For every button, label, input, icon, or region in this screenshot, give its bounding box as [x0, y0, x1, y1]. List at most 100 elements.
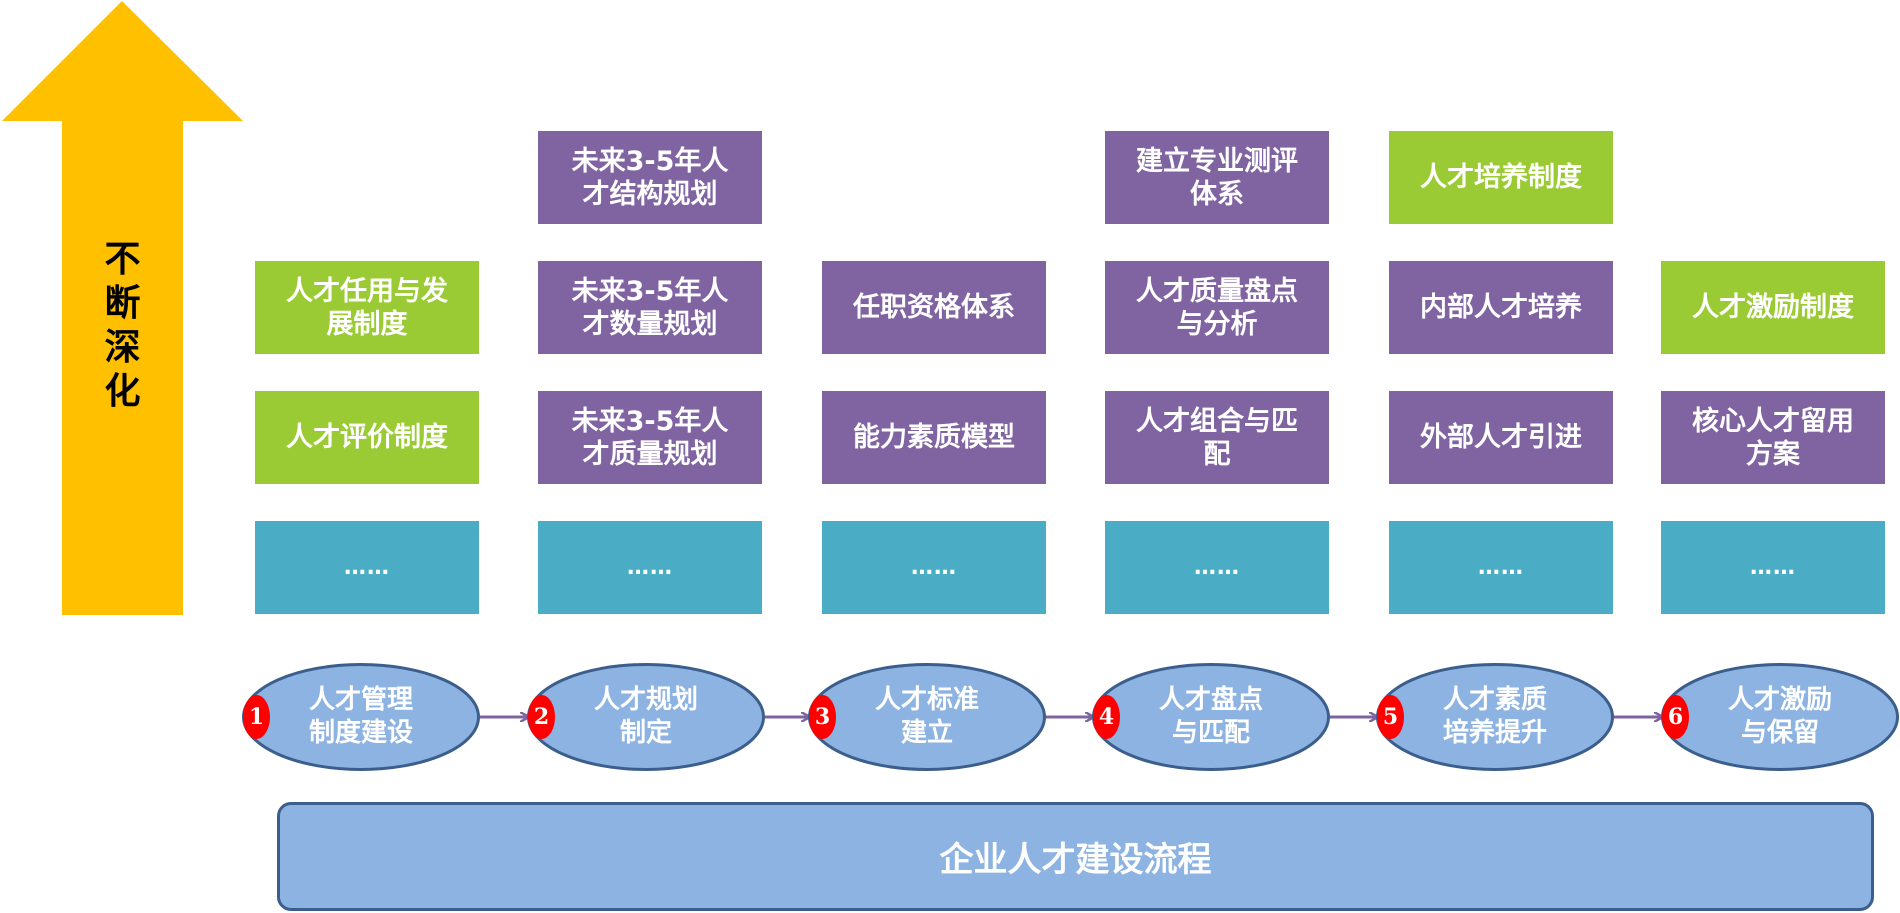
initiative-text-line: 展制度	[326, 308, 408, 340]
process-step-label-line: 人才盘点	[1158, 685, 1263, 715]
initiative-text-line: 体系	[1190, 178, 1244, 210]
initiative-text-line: 未来3-5年人	[571, 145, 729, 177]
initiative-text-line: 配	[1203, 438, 1231, 470]
initiative-text: 未来3-5年人才质量规划	[572, 405, 729, 471]
arrow-label-char: 不	[104, 239, 141, 280]
initiative-text: 任职资格体系	[853, 291, 1015, 324]
process-step-label: 人才标准建立	[842, 684, 1012, 750]
initiative-text-line: 建立专业测评	[1136, 145, 1298, 177]
process-step-label-line: 建立	[900, 718, 953, 748]
arrow-label-char: 化	[104, 371, 141, 412]
initiative-box: 人才评价制度	[255, 391, 479, 484]
initiative-box: 未来3-5年人才质量规划	[538, 391, 762, 484]
process-step-label-line: 与保留	[1740, 718, 1819, 748]
step-number-badge: 2	[528, 695, 555, 739]
arrow-label: 不 断 深 化	[62, 238, 183, 414]
initiative-text-line: 人才培养制度	[1420, 162, 1582, 193]
step-number-badge: 6	[1662, 695, 1689, 739]
initiative-text: 人才质量盘点与分析	[1136, 275, 1298, 341]
initiative-text-line: ……	[344, 555, 390, 580]
initiative-text: 未来3-5年人才数量规划	[572, 275, 729, 341]
step-number-badge: 1	[243, 695, 270, 739]
initiative-text: 建立专业测评体系	[1136, 145, 1298, 211]
process-step-label-line: 人才规划	[593, 685, 698, 715]
initiative-box: 核心人才留用方案	[1661, 391, 1885, 484]
initiative-text-line: 未来3-5年人	[571, 275, 729, 307]
initiative-box: 任职资格体系	[822, 261, 1046, 354]
initiative-text: 外部人才引进	[1420, 421, 1582, 454]
process-step-label: 人才素质培养提升	[1410, 684, 1580, 750]
initiative-text: ……	[627, 551, 673, 584]
initiative-text-line: 外部人才引进	[1420, 422, 1582, 453]
initiative-text-line: 人才评价制度	[286, 422, 448, 453]
process-step-label-line: 人才管理	[308, 685, 413, 715]
initiative-text-line: 人才激励制度	[1692, 292, 1854, 323]
initiative-text-line: 人才质量盘点	[1136, 275, 1298, 307]
step-number-badge: 4	[1093, 695, 1120, 739]
initiative-text: ……	[911, 551, 957, 584]
initiative-box: 能力素质模型	[822, 391, 1046, 484]
placeholder-box: ……	[1661, 521, 1885, 614]
placeholder-box: ……	[1389, 521, 1613, 614]
initiative-text-line: 未来3-5年人	[571, 405, 729, 437]
process-step-label: 人才规划制定	[561, 684, 731, 750]
process-step-label-line: 制定	[619, 718, 672, 748]
initiative-text-line: 人才组合与匹	[1136, 405, 1298, 437]
initiative-text-line: ……	[627, 555, 673, 580]
arrow-shape	[2, 1, 243, 615]
initiative-text-line: 人才任用与发	[286, 275, 448, 307]
initiative-text: ……	[1750, 551, 1796, 584]
initiative-text-line: 内部人才培养	[1420, 292, 1582, 323]
initiative-text-line: ……	[1194, 555, 1240, 580]
initiative-text: 人才激励制度	[1692, 291, 1854, 324]
arrow-label-char: 断	[104, 283, 141, 324]
initiative-box: 未来3-5年人才结构规划	[538, 131, 762, 224]
deepening-arrow	[2, 1, 243, 615]
initiative-text: ……	[344, 551, 390, 584]
initiative-box: 建立专业测评体系	[1105, 131, 1329, 224]
process-step-label-line: 培养提升	[1442, 718, 1547, 748]
process-step-label-line: 与匹配	[1171, 718, 1250, 748]
process-step-label-line: 人才标准	[874, 685, 979, 715]
initiative-text-line: 与分析	[1176, 308, 1258, 340]
initiative-text-line: 才数量规划	[582, 308, 718, 340]
initiative-text: 未来3-5年人才结构规划	[572, 145, 729, 211]
initiative-text: ……	[1478, 551, 1524, 584]
arrow-label-char: 深	[104, 327, 141, 368]
initiative-text: 内部人才培养	[1420, 291, 1582, 324]
initiative-text: 能力素质模型	[853, 421, 1015, 454]
process-step-label: 人才管理制度建设	[276, 684, 446, 750]
initiative-text-line: 才质量规划	[582, 438, 718, 470]
initiative-text-line: 任职资格体系	[853, 292, 1015, 323]
initiative-text-line: ……	[1478, 555, 1524, 580]
placeholder-box: ……	[1105, 521, 1329, 614]
initiative-text: 核心人才留用方案	[1692, 405, 1854, 471]
process-step-label-line: 制度建设	[308, 718, 413, 748]
initiative-text: 人才评价制度	[286, 421, 448, 454]
process-flow	[242, 663, 1899, 771]
initiative-text-line: 方案	[1746, 438, 1800, 470]
initiative-text: 人才培养制度	[1420, 161, 1582, 194]
process-step-label: 人才激励与保留	[1695, 684, 1865, 750]
initiative-text-line: 能力素质模型	[853, 422, 1015, 453]
initiative-text-line: ……	[911, 555, 957, 580]
step-number-badge: 3	[809, 695, 836, 739]
initiative-box: 人才激励制度	[1661, 261, 1885, 354]
initiative-text-line: 才结构规划	[582, 178, 718, 210]
step-number-badge: 5	[1377, 695, 1404, 739]
base-process-title: 企业人才建设流程	[939, 840, 1212, 880]
initiative-box: 未来3-5年人才数量规划	[538, 261, 762, 354]
initiative-text: 人才任用与发展制度	[286, 275, 448, 341]
process-step-label: 人才盘点与匹配	[1126, 684, 1296, 750]
initiative-text-line: 核心人才留用	[1692, 405, 1854, 437]
initiative-box: 人才质量盘点与分析	[1105, 261, 1329, 354]
initiative-box: 人才组合与匹配	[1105, 391, 1329, 484]
placeholder-box: ……	[822, 521, 1046, 614]
placeholder-box: ……	[538, 521, 762, 614]
initiative-text: ……	[1194, 551, 1240, 584]
base-process-bar: 企业人才建设流程	[277, 802, 1874, 911]
initiative-box: 人才培养制度	[1389, 131, 1613, 224]
initiative-box: 外部人才引进	[1389, 391, 1613, 484]
initiative-text: 人才组合与匹配	[1136, 405, 1298, 471]
initiative-box: 人才任用与发展制度	[255, 261, 479, 354]
